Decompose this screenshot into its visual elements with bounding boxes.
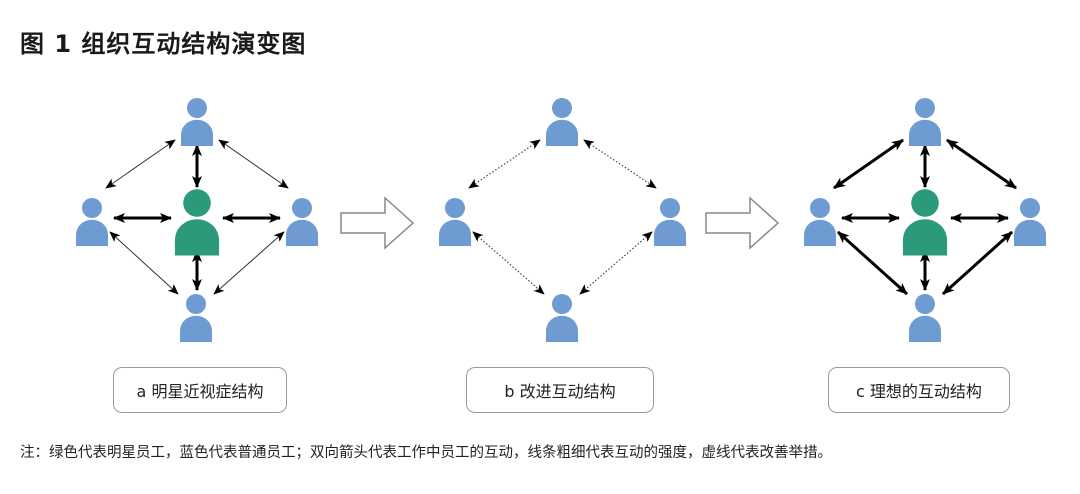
interaction-structure-diagram [76,98,1046,342]
panel-b-link-right-bottom [579,231,653,295]
person-head [552,98,572,118]
panel-b-person-top [546,98,578,146]
figure-note: 注：绿色代表明星员工，蓝色代表普通员工；双向箭头代表工作中员工的互动，线条粗细代… [20,445,832,461]
caption-a: a 明星近视症结构 [113,367,287,413]
caption-c-text: c 理想的互动结构 [856,382,982,401]
panel-a-link-right-bottom [213,231,285,295]
panel-a-person-top [181,98,213,146]
person-body [76,219,108,246]
panel-a-link-top-right [218,139,289,189]
person-head [82,198,102,218]
person-head [292,198,312,218]
person-head [552,294,572,314]
person-body [909,315,941,342]
panel-c-person-left [804,198,836,246]
person-body [1014,219,1046,246]
panel-a-person-right [286,198,318,246]
figure-title: 图 1 组织互动结构演变图 [20,30,307,58]
person-head [183,189,211,217]
person-head [810,198,830,218]
person-head [915,294,935,314]
panel-a-person-bottom [180,294,212,342]
person-body [181,119,213,146]
transition-arrow-b-to-c [705,196,780,250]
transition-arrow-a-to-b [340,196,415,250]
panel-c-person-right [1014,198,1046,246]
panel-a-link-left-bottom [109,231,179,295]
person-head [660,198,680,218]
person-head [187,98,207,118]
panel-c-person-star [902,189,948,256]
person-body [909,119,941,146]
panel-b-link-top-right [583,139,657,189]
person-body [174,219,220,256]
panel-a-person-star [174,189,220,256]
person-body [546,315,578,342]
person-body [902,219,948,256]
person-body [546,119,578,146]
panel-c-link-left-bottom [836,230,909,296]
caption-b: b 改进互动结构 [466,367,654,413]
person-body [180,315,212,342]
panel-c-link-top-right [946,138,1017,190]
panel-b-person-bottom [546,294,578,342]
person-body [286,219,318,246]
panel-a-person-left [76,198,108,246]
person-head [445,198,465,218]
panel-b-link-top-left [468,139,541,189]
panel-c-person-bottom [909,294,941,342]
caption-a-text: a 明星近视症结构 [136,382,264,401]
panel-a-link-top-left [105,139,176,189]
person-body [804,219,836,246]
transition-arrows [340,196,780,250]
links-layer [105,138,1017,296]
caption-c: c 理想的互动结构 [828,367,1010,413]
person-head [1020,198,1040,218]
panel-b-link-left-bottom [472,231,545,295]
caption-b-text: b 改进互动结构 [504,382,616,401]
panel-b-person-right [654,198,686,246]
panel-c-link-right-bottom [941,230,1014,296]
person-head [915,98,935,118]
panel-c-link-top-left [833,138,904,190]
panel-c-person-top [909,98,941,146]
person-body [654,219,686,246]
person-body [439,219,471,246]
people-layer [76,98,1046,342]
person-head [911,189,939,217]
panel-b-person-left [439,198,471,246]
person-head [186,294,206,314]
